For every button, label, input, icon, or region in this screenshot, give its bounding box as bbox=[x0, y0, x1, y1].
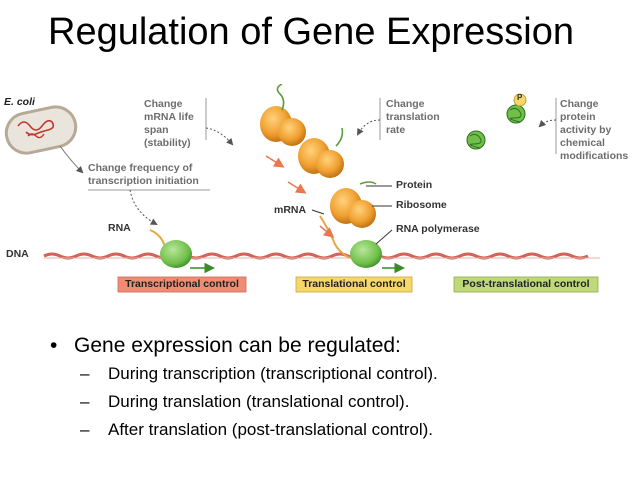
ecoli-arrow bbox=[59, 145, 84, 174]
folded-protein-2 bbox=[506, 104, 526, 124]
bullet-sub-text: During translation (translational contro… bbox=[108, 392, 410, 411]
bullet-main-text: Gene expression can be regulated: bbox=[74, 334, 401, 357]
change-mrna-label: Change mRNA life span (stability) bbox=[144, 98, 194, 149]
dash-marker: – bbox=[80, 420, 90, 439]
phosphate-group bbox=[513, 93, 527, 107]
dna-label: DNA bbox=[6, 248, 29, 260]
polymerase-1 bbox=[160, 240, 192, 268]
protein-chain bbox=[276, 84, 285, 111]
translation-arrow bbox=[357, 119, 381, 136]
mrna-strand bbox=[319, 215, 351, 259]
ribosome-1 bbox=[260, 106, 306, 146]
change-translation-label: Change translation rate bbox=[386, 98, 440, 136]
transcription-arrow bbox=[129, 189, 158, 225]
movement-arrow bbox=[265, 155, 285, 168]
ecoli-cell bbox=[4, 105, 78, 155]
gene-regulation-figure: E. coli Change mRNA life span (stability… bbox=[0, 84, 638, 304]
ecoli-label: E. coli bbox=[4, 96, 35, 108]
movement-arrow bbox=[319, 225, 335, 238]
movement-arrow bbox=[287, 181, 307, 194]
transcriptional-control-box bbox=[117, 276, 247, 293]
bullet-sub-item: – During transcription (transcriptional … bbox=[50, 360, 630, 388]
protein-label: Protein bbox=[396, 179, 433, 191]
protein-activity-arrow bbox=[538, 119, 557, 128]
polymerase-pointer bbox=[375, 229, 393, 245]
protein-chain bbox=[359, 181, 377, 185]
rna-polymerase-label: RNA polymerase bbox=[396, 223, 480, 235]
bullet-main: • Gene expression can be regulated: bbox=[50, 332, 630, 360]
ribosome-3 bbox=[330, 188, 376, 228]
protein-chain bbox=[335, 127, 344, 147]
polymerase-2 bbox=[350, 240, 382, 268]
mrna-label: mRNA bbox=[274, 204, 307, 216]
mrna-pointer bbox=[311, 209, 325, 215]
translational-control-label: Translational control bbox=[302, 278, 406, 290]
transcriptional-control-label: Transcriptional control bbox=[125, 278, 239, 290]
post-translational-control-label: Post-translational control bbox=[462, 278, 590, 290]
bullet-sub-item: – After translation (post-translational … bbox=[50, 416, 630, 444]
rna-label: RNA bbox=[108, 222, 131, 234]
translational-control-box bbox=[295, 276, 413, 293]
bullet-sub-text: After translation (post-translational co… bbox=[108, 420, 434, 439]
figure-graphic bbox=[4, 84, 600, 293]
bullet-sub-item: – During translation (translational cont… bbox=[50, 388, 630, 416]
dna-strand bbox=[43, 252, 589, 260]
dash-marker: – bbox=[80, 392, 90, 411]
phosphate-label: P bbox=[517, 93, 523, 102]
mrna-arrow bbox=[205, 127, 234, 146]
change-transcription-label: Change frequency of transcription initia… bbox=[88, 162, 199, 187]
folded-protein-1 bbox=[466, 130, 486, 150]
bullet-sub-text: During transcription (transcriptional co… bbox=[108, 364, 438, 383]
change-protein-label: Change protein activity by chemical modi… bbox=[560, 98, 629, 162]
bullet-marker: • bbox=[50, 334, 58, 357]
slide-title: Regulation of Gene Expression bbox=[48, 11, 574, 53]
ribosome-label: Ribosome bbox=[396, 199, 447, 211]
bullet-list: • Gene expression can be regulated: – Du… bbox=[50, 332, 630, 444]
ribosome-2 bbox=[298, 138, 344, 178]
post-translational-control-box bbox=[453, 276, 599, 293]
dash-marker: – bbox=[80, 364, 90, 383]
